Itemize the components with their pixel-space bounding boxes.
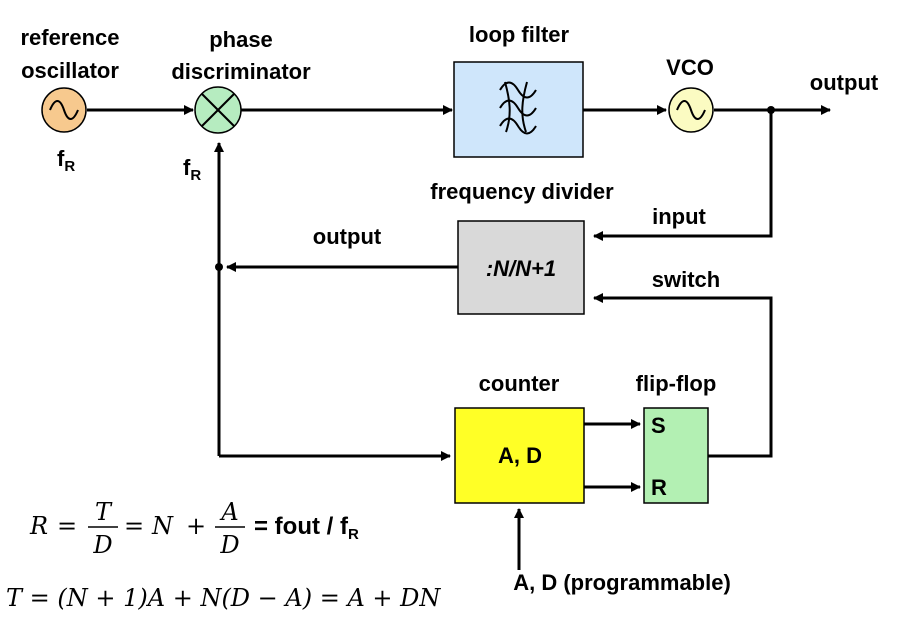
- wire-flipflop-to-switch: [593, 293, 773, 458]
- formula-equals-2: =: [124, 512, 144, 540]
- sine-wave-icon: [676, 100, 706, 120]
- formula-r: R: [29, 512, 48, 540]
- phase-discriminator-label-line1: phase: [209, 27, 273, 52]
- reference-oscillator: [41, 87, 87, 133]
- multiply-cross-icon: [201, 93, 235, 127]
- formula-ratio: R = T D = N + A D = fout / fR: [29, 498, 359, 559]
- counter-text: A, D: [498, 443, 542, 468]
- formula-t: T: [95, 498, 113, 526]
- input-label: input: [652, 204, 706, 229]
- divider-text: :N/N+1: [486, 256, 556, 281]
- output-label-top: output: [810, 70, 879, 95]
- formula-n: N: [151, 512, 174, 540]
- reference-oscillator-label-line1: reference: [20, 25, 119, 50]
- vco-label: VCO: [666, 55, 714, 80]
- vco: [668, 87, 714, 133]
- formula-a: A: [219, 498, 238, 526]
- wire-vco-to-divider-input: [593, 110, 773, 241]
- flip-flop-s-label: S: [651, 413, 666, 438]
- filter-waves-icon: [499, 81, 537, 135]
- formula-t-expansion: T = (N + 1)A + N(D − A) = A + DN: [6, 584, 441, 612]
- phase-discriminator: [194, 86, 242, 134]
- formula-equals-1: =: [57, 512, 77, 540]
- formula-plus: +: [186, 512, 206, 540]
- divider-box: [457, 220, 585, 315]
- counter: A, D: [454, 407, 585, 504]
- flip-flop-r-label: R: [651, 475, 667, 500]
- fr-label-phase: fR: [183, 155, 201, 184]
- fr-label-reference: fR: [57, 146, 75, 175]
- counter-label: counter: [479, 371, 560, 396]
- flip-flop-label: flip-flop: [636, 371, 717, 396]
- formula-d2: D: [219, 531, 239, 559]
- formula-fout-ratio: = fout / fR: [254, 513, 359, 543]
- programmable-label: A, D (programmable): [513, 570, 731, 595]
- loop-filter-label: loop filter: [469, 22, 570, 47]
- switch-label: switch: [652, 267, 720, 292]
- frequency-divider-label: frequency divider: [430, 179, 614, 204]
- phase-discriminator-label-line2: discriminator: [171, 59, 311, 84]
- sine-wave-icon: [49, 100, 79, 120]
- flip-flop-box: [643, 407, 709, 504]
- counter-box: [454, 407, 585, 504]
- loop-filter: [453, 61, 584, 158]
- formula-d: D: [92, 531, 112, 559]
- output-label-divider: output: [313, 224, 382, 249]
- frequency-divider: :N/N+1: [457, 220, 585, 315]
- flip-flop: S R: [643, 407, 709, 504]
- reference-oscillator-label-line2: oscillator: [21, 58, 119, 83]
